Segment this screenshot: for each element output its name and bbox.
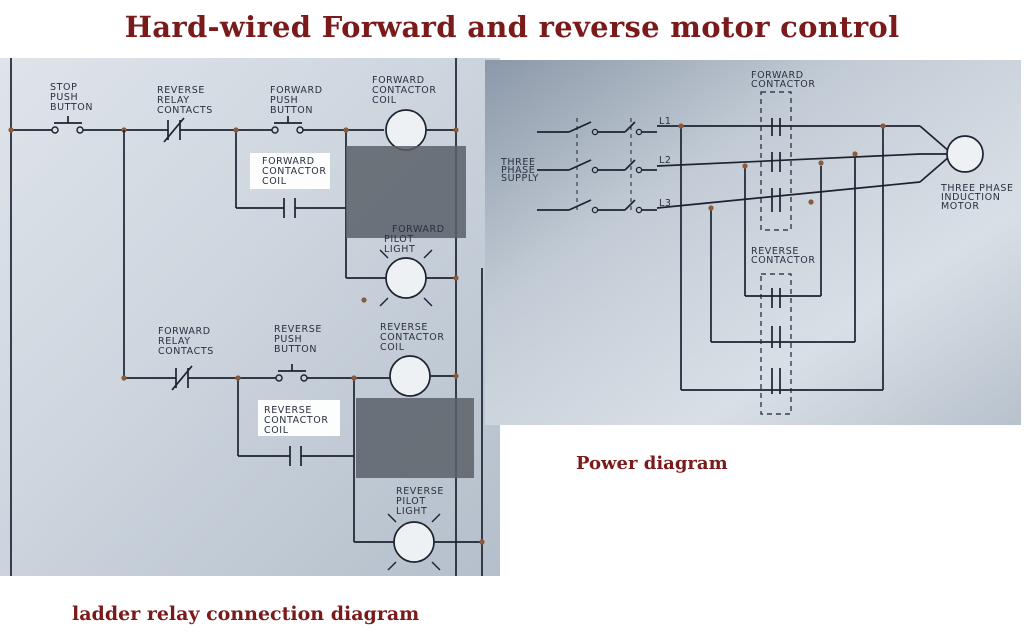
forward-relay-contacts-label: FORWARD RELAY CONTACTS [158,326,214,357]
supply-disconnects [537,118,657,214]
power-diagram: FORWARD CONTACTOR REVERSE CONTACTOR THRE… [485,60,1021,425]
forward-contactor [760,91,792,231]
reverse-contactor-coil-hold-label: REVERSE CONTACTOR COIL [264,405,332,436]
ladder-diagram: STOP PUSH BUTTON REVERSE RELAY CONTACTS … [0,58,500,576]
forward-push-button-label: FORWARD PUSH BUTTON [270,85,326,116]
stop-button-label: STOP PUSH BUTTON [50,82,93,113]
reverse-pilot-light-label: REVERSE PILOT LIGHT [396,486,448,517]
power-diagram-caption: Power diagram [576,453,728,474]
line-l2-label: L2 [659,155,672,166]
forward-contactor-coil-label: FORWARD CONTACTOR COIL [372,75,440,106]
obscured-patch [356,398,474,478]
ladder-diagram-photo: STOP PUSH BUTTON REVERSE RELAY CONTACTS … [0,58,500,576]
line-l3-label: L3 [659,198,672,209]
reverse-relay-contacts-label: REVERSE RELAY CONTACTS [157,85,213,116]
slide-title: Hard-wired Forward and reverse motor con… [124,10,900,44]
supply-label: THREE PHASE SUPPLY [500,157,539,184]
line-l1-label: L1 [659,116,672,127]
forward-rung [8,109,459,307]
power-diagram-photo: FORWARD CONTACTOR REVERSE CONTACTOR THRE… [485,60,1021,425]
reverse-rung [121,355,485,571]
forward-pilot-light-label: FORWARD PILOT LIGHT [384,224,448,255]
motor-label: THREE PHASE INDUCTION MOTOR [940,183,1017,212]
reverse-contactor-coil-label: REVERSE CONTACTOR COIL [380,322,448,353]
forward-contactor-label: FORWARD CONTACTOR [751,70,816,90]
reverse-push-button-label: REVERSE PUSH BUTTON [274,324,326,355]
reverse-contactor-label: REVERSE CONTACTOR [751,246,816,266]
ladder-diagram-caption: ladder relay connection diagram [72,603,420,625]
forward-contactor-coil-hold-label: FORWARD CONTACTOR COIL [262,156,330,187]
induction-motor [919,125,984,183]
obscured-patch [346,146,466,238]
